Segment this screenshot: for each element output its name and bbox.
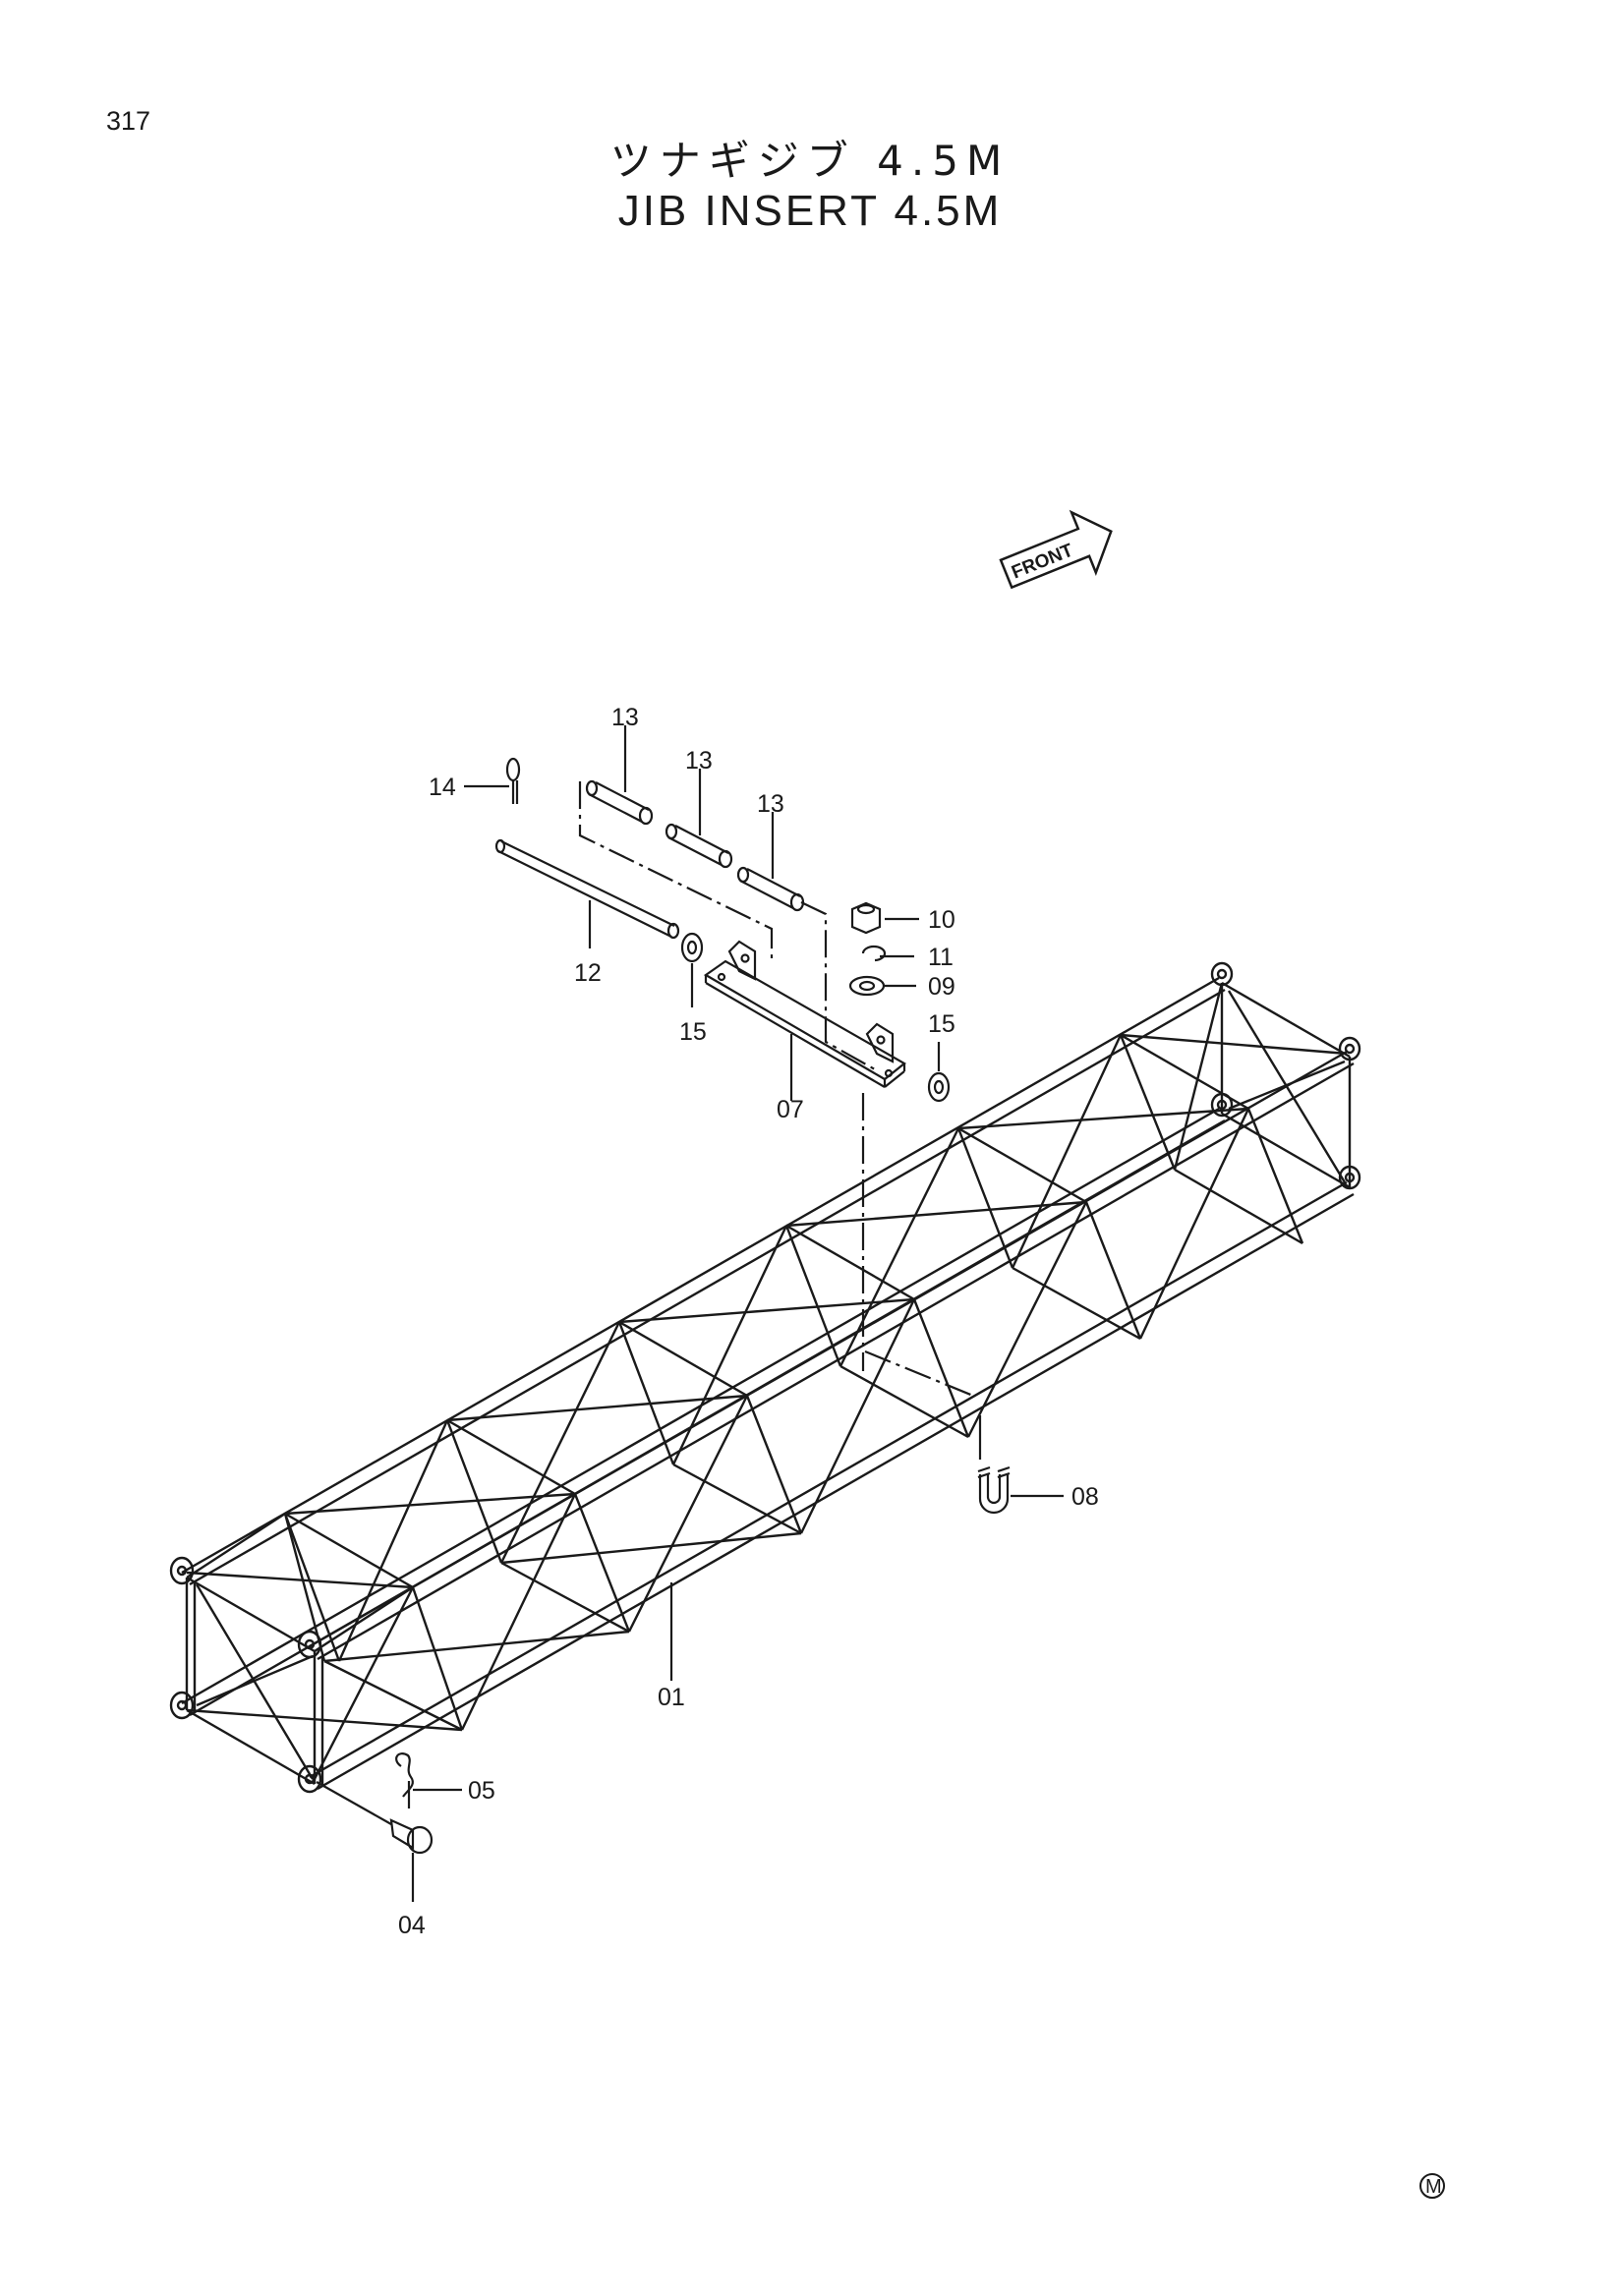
callout-11: 11 bbox=[928, 944, 954, 971]
lock-washer-11 bbox=[861, 945, 914, 962]
clip-pin-05 bbox=[395, 1752, 462, 1808]
pin-04 bbox=[316, 1781, 434, 1902]
callout-09: 09 bbox=[928, 973, 955, 1001]
callout-04: 04 bbox=[398, 1912, 426, 1939]
callout-05: 05 bbox=[468, 1777, 495, 1805]
assembly-guide-lines bbox=[578, 781, 974, 1398]
callout-08: 08 bbox=[1071, 1483, 1099, 1511]
callout-12: 12 bbox=[574, 959, 602, 987]
page-number: 317 bbox=[106, 106, 151, 136]
washer-09 bbox=[848, 975, 916, 997]
arrow-icon bbox=[999, 509, 1113, 590]
washer-15-a bbox=[680, 932, 704, 1007]
rod-12 bbox=[494, 838, 680, 948]
front-marker: FRONT bbox=[999, 509, 1113, 590]
callout-13-a: 13 bbox=[611, 704, 639, 731]
callout-15-a: 15 bbox=[679, 1018, 707, 1046]
callouts: 13 13 13 14 12 10 11 09 15 15 07 08 01 0… bbox=[398, 704, 1099, 1939]
m-mark: M bbox=[1419, 2173, 1445, 2199]
callout-13-b: 13 bbox=[685, 747, 713, 775]
title-english: JIB INSERT 4.5M bbox=[617, 187, 1003, 235]
callout-07: 07 bbox=[777, 1096, 804, 1123]
title-japanese: ツナギジブ 4.5M bbox=[609, 137, 1011, 185]
callout-13-c: 13 bbox=[757, 790, 784, 818]
callout-14: 14 bbox=[429, 774, 456, 801]
pipe-13-a bbox=[585, 725, 654, 826]
m-mark-label: M bbox=[1425, 2176, 1442, 2198]
split-pin-14 bbox=[464, 757, 521, 804]
nut-10 bbox=[850, 901, 919, 935]
callout-15-b: 15 bbox=[928, 1010, 955, 1038]
u-bolt-08 bbox=[977, 1415, 1064, 1515]
bracket-07 bbox=[703, 940, 906, 1101]
callout-01: 01 bbox=[658, 1684, 685, 1711]
pipe-13-c bbox=[736, 812, 805, 912]
washer-15-b bbox=[927, 1042, 951, 1103]
pipe-13-b bbox=[665, 769, 733, 869]
callout-10: 10 bbox=[928, 906, 955, 934]
jib-frame bbox=[169, 961, 1361, 1794]
